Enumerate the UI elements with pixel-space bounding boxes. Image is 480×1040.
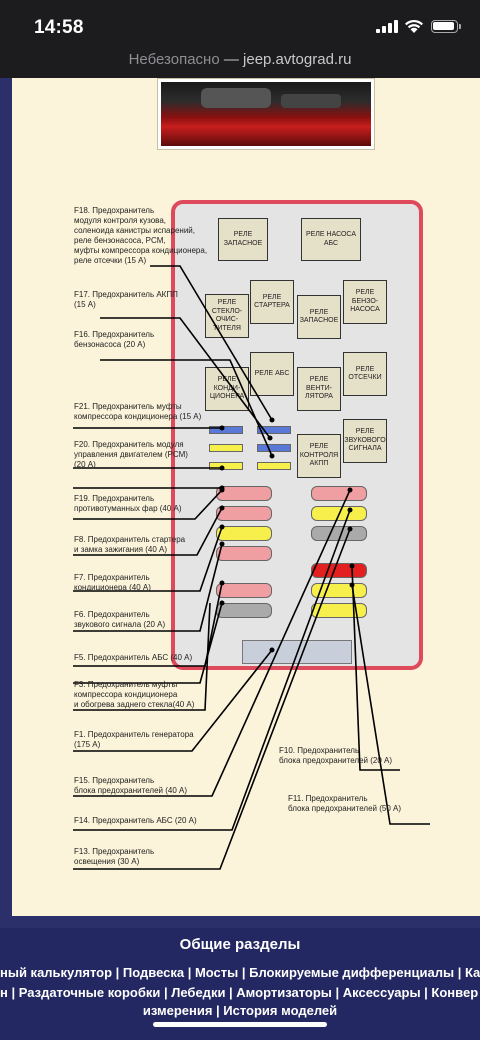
status-bar: 14:58 — [0, 0, 480, 46]
label-f10: F10. Предохранитель блока предохранителе… — [279, 746, 392, 765]
label-f16: F16. Предохранитель бензонасоса (20 А) — [74, 330, 155, 349]
fuse-f8 — [216, 506, 272, 521]
relay-r6: РЕЛЕ БЕНЗО-НАСОСА — [343, 280, 387, 324]
fuse-f7 — [216, 526, 272, 541]
label-f6: F6. Предохранитель звукового сигнала (20… — [74, 610, 166, 629]
fuse-f12 — [311, 603, 367, 618]
fuse-f19 — [216, 486, 272, 501]
cellular-signal-icon — [376, 20, 398, 33]
relay-r2: РЕЛЕ НАСОСА АБС — [301, 218, 361, 261]
fuse-f17 — [257, 426, 291, 434]
label-f14: F14. Предохранитель АБС (20 А) — [74, 816, 197, 825]
fuse-f20b — [209, 462, 243, 470]
url-separator: — — [219, 51, 244, 68]
label-f5: F5. Предохранитель АБС (40 А) — [74, 653, 193, 662]
home-indicator[interactable] — [153, 1022, 327, 1027]
relay-r4: РЕЛЕ СТАРТЕРА — [250, 280, 294, 324]
label-f20: F20. Предохранитель модуля управления дв… — [74, 440, 188, 469]
battery-icon — [431, 20, 461, 33]
footer-links-row-2[interactable]: н | Раздаточные коробки | Лебедки | Амор… — [0, 985, 479, 1000]
footer-nav: Общие разделы ный калькулятор | Подвеска… — [0, 928, 480, 1040]
relay-r5: РЕЛЕ ЗАПАСНОЕ — [297, 295, 341, 339]
relay-r7: РЕЛЕ КОНДИ-ЦИОНЕРА — [205, 367, 249, 411]
generator-fuse-block — [242, 640, 352, 664]
footer-title: Общие разделы — [179, 936, 301, 953]
label-f21: F21. Предохранитель муфты компрессора ко… — [74, 402, 202, 421]
address-bar[interactable]: Небезопасно — jeep.avtograd.ru — [0, 46, 480, 78]
label-f8: F8. Предохранитель стартера и замка зажи… — [74, 535, 186, 554]
page-content[interactable]: РЕЛЕ ЗАПАСНОЕ РЕЛЕ НАСОСА АБС РЕЛЕ СТЕКЛ… — [0, 78, 480, 928]
fuse-f14 — [311, 506, 367, 521]
fuse-f16 — [257, 444, 291, 452]
fuse-f15 — [311, 486, 367, 501]
fuse-f3 — [216, 603, 272, 618]
fuse-f13 — [311, 526, 367, 541]
relay-r12: РЕЛЕ ЗВУКОВОГО СИГНАЛА — [343, 419, 387, 463]
wifi-icon — [405, 19, 423, 33]
label-f13: F13. Предохранитель освещения (30 А) — [74, 847, 155, 866]
label-f3: F3. Предохранитель муфты компрессора кон… — [74, 680, 195, 709]
fuse-f11 — [311, 583, 367, 598]
label-f7: F7. Предохранитель кондиционера (40 А) — [74, 573, 151, 592]
footer-links-row-3[interactable]: измерения | История моделей — [142, 1003, 338, 1018]
footer-links-row-1[interactable]: ный калькулятор | Подвеска | Мосты | Бло… — [0, 965, 480, 980]
url-domain: jeep.avtograd.ru — [243, 51, 352, 68]
relay-r11: РЕЛЕ КОНТРОЛЯ АКПП — [297, 434, 341, 478]
label-f11: F11. Предохранитель блока предохранителе… — [288, 794, 401, 813]
label-f1: F1. Предохранитель генератора (175 А) — [74, 730, 194, 749]
label-f18: F18. Предохранитель модуля контроля кузо… — [74, 206, 208, 265]
fuse-f20 — [209, 444, 243, 452]
label-f15: F15. Предохранитель блока предохранителе… — [74, 776, 187, 795]
relay-r10: РЕЛЕ ОТСЕЧКИ — [343, 352, 387, 396]
fuse-f6 — [216, 546, 272, 561]
relay-r3: РЕЛЕ СТЕКЛО-ОЧИС-ТИТЕЛЯ — [205, 294, 249, 338]
fuse-f21 — [209, 426, 243, 434]
fuse-box-diagram: РЕЛЕ ЗАПАСНОЕ РЕЛЕ НАСОСА АБС РЕЛЕ СТЕКЛ… — [171, 200, 423, 670]
fuse-f18 — [257, 462, 291, 470]
relay-r1: РЕЛЕ ЗАПАСНОЕ — [218, 218, 268, 261]
relay-r8: РЕЛЕ АБС — [250, 352, 294, 396]
not-secure-label: Небезопасно — [128, 51, 220, 68]
label-f19: F19. Предохранитель противотуманных фар … — [74, 494, 182, 513]
clock: 14:58 — [34, 17, 84, 38]
engine-photo — [157, 78, 375, 150]
fuse-f5 — [216, 583, 272, 598]
fuse-f10 — [311, 563, 367, 578]
label-f17: F17. Предохранитель АКПП (15 А) — [74, 290, 178, 309]
relay-r9: РЕЛЕ ВЕНТИ-ЛЯТОРА — [297, 367, 341, 411]
